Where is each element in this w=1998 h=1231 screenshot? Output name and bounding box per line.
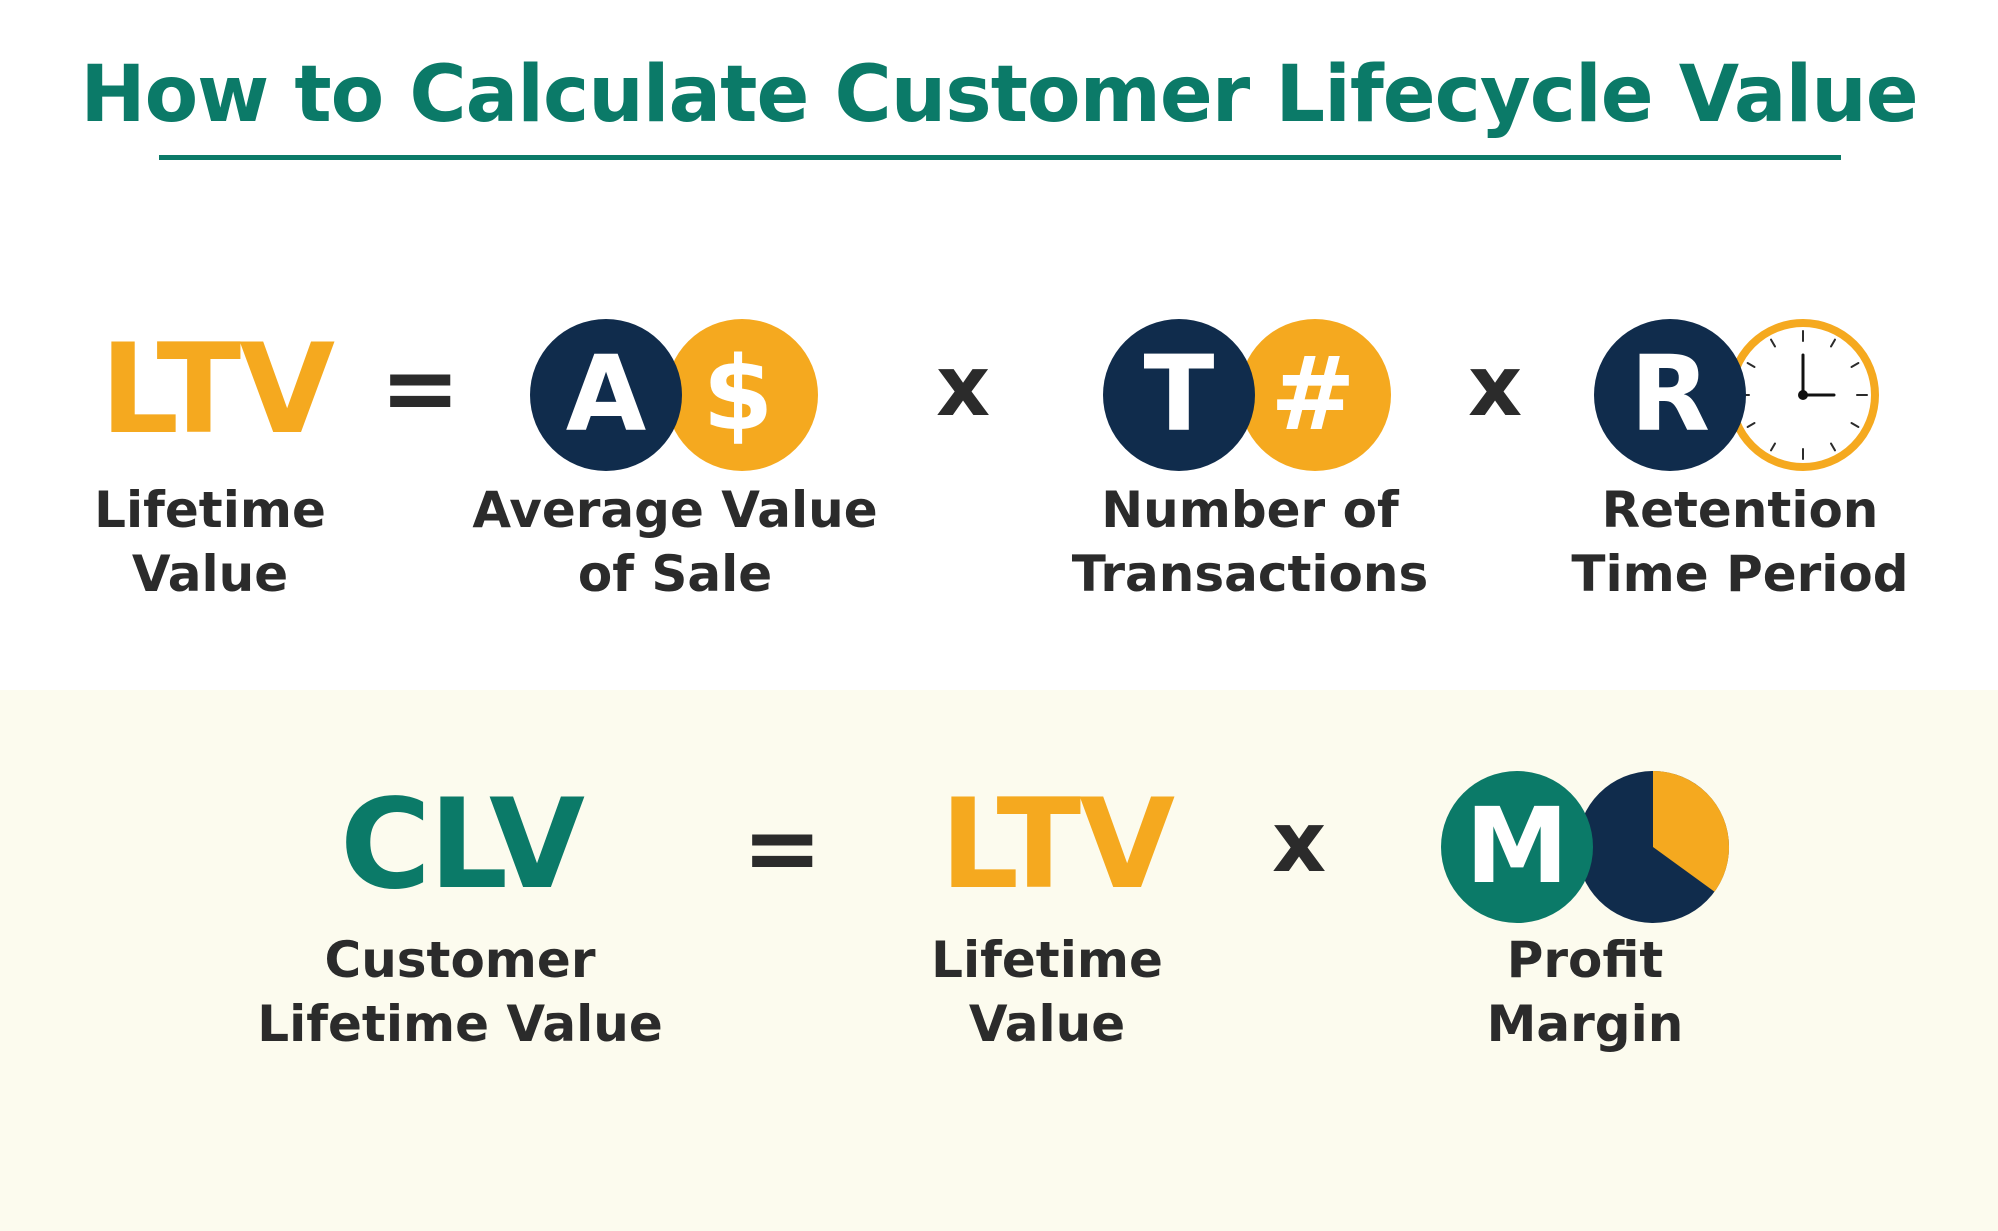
title-underline — [159, 155, 1841, 160]
page-title: How to Calculate Customer Lifecycle Valu… — [80, 50, 1918, 140]
letter-a: A — [566, 333, 647, 455]
letter-t: T — [1144, 333, 1215, 455]
pie-chart-icon — [1577, 771, 1730, 923]
average-value-label: Average Value of Sale — [472, 481, 878, 603]
multiply-sign-1: x — [936, 337, 991, 435]
letter-m: M — [1465, 785, 1569, 907]
clv-abbreviation: CLV — [340, 773, 585, 917]
equals-sign: = — [380, 332, 461, 444]
transactions-label: Number of Transactions — [1071, 481, 1429, 603]
equals-sign-clv: = — [742, 792, 823, 904]
multiply-sign-2: x — [1468, 337, 1523, 435]
hash-icon: # — [1270, 335, 1355, 454]
retention-label: Retention Time Period — [1571, 481, 1909, 603]
average-value-icon: A $ — [530, 317, 820, 473]
ltv-label-clv: Lifetime Value — [931, 931, 1163, 1053]
ltv-abbreviation-clv: LTV — [940, 773, 1175, 917]
multiply-sign-3: x — [1272, 793, 1327, 891]
ltv-abbreviation: LTV — [100, 318, 335, 462]
clv-label: Customer Lifetime Value — [257, 931, 663, 1053]
profit-margin-label: Profit Margin — [1486, 931, 1684, 1053]
profit-margin-icon: M — [1441, 769, 1731, 925]
ltv-label: Lifetime Value — [94, 481, 326, 603]
clock-icon — [1727, 319, 1879, 471]
transactions-icon: T # — [1103, 317, 1393, 473]
letter-r: R — [1630, 333, 1710, 455]
retention-icon: R — [1594, 317, 1884, 473]
dollar-icon: $ — [703, 335, 774, 454]
